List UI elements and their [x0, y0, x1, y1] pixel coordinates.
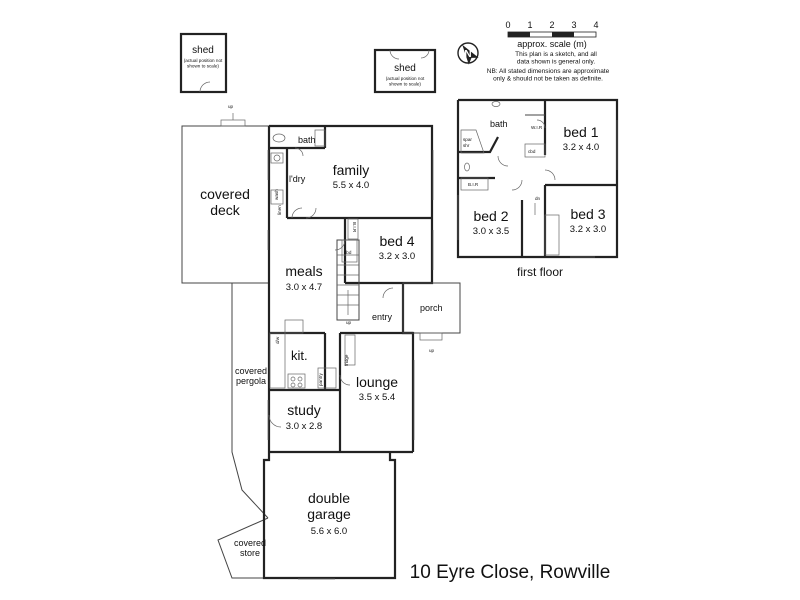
room-garage-name-line1: double [308, 490, 350, 506]
scale-tick-4: 4 [593, 20, 598, 30]
scale-note-1: This plan is a sketch, and all [515, 51, 597, 58]
room-bed3-name: bed 3 [570, 206, 605, 222]
room-study-dim: 3.0 x 2.8 [286, 421, 322, 432]
up-label: up [228, 104, 234, 109]
scale-tick-0: 0 [505, 20, 510, 30]
room-bed2-dim: 3.0 x 3.5 [473, 226, 509, 237]
shed-label: shed [192, 45, 214, 56]
room-bed1-dim: 3.2 x 4.0 [563, 142, 599, 153]
room-garage-name-line2: garage [307, 506, 351, 522]
first-floor-cbd-label: cbd [528, 149, 536, 154]
scale-tick-2: 2 [549, 20, 554, 30]
room-garage-dim: 5.6 x 6.0 [311, 526, 347, 537]
room-bed4-name: bed 4 [379, 233, 414, 249]
scale-note-3: NB: All stated dimensions are approximat… [487, 68, 610, 75]
covered-store-label-line2: store [240, 548, 260, 558]
shed-left: shed (actual position not shown to scale… [179, 32, 228, 94]
shed-note-line1: (actual position not [184, 58, 223, 63]
covered-pergola-label-line1: covered [235, 366, 267, 376]
room-bed4-dim: 3.2 x 3.0 [379, 251, 415, 262]
wir-label: W.I.R [531, 125, 543, 130]
covered-store-label-line1: covered [234, 538, 266, 548]
room-meals-dim: 3.0 x 4.7 [286, 282, 322, 293]
scale-tick-1: 1 [527, 20, 532, 30]
shed-note-line2: shown to scale) [389, 82, 421, 87]
cbd-label: cbd [344, 250, 352, 255]
dishwasher-label: d/w [275, 336, 280, 344]
first-floor-bath-label: bath [490, 119, 508, 129]
covered-deck-label-line2: deck [210, 202, 241, 218]
room-meals-name: meals [285, 263, 322, 279]
fridge-label: fridge [344, 354, 349, 366]
scale-title: approx. scale (m) [517, 39, 587, 49]
room-bed1-name: bed 1 [563, 124, 598, 140]
scale-tick-3: 3 [571, 20, 576, 30]
room-study-name: study [287, 402, 320, 418]
entry-label: entry [372, 312, 393, 322]
bath-label: bath [298, 135, 316, 145]
first-floor-title: first floor [517, 265, 563, 279]
room-family-dim: 5.5 x 4.0 [333, 180, 369, 191]
compass-letter: N [464, 49, 471, 60]
linen-label: linen [277, 205, 282, 215]
room-family-name: family [333, 162, 370, 178]
spar-shr-line2: shr [463, 143, 470, 148]
porch-label: porch [420, 303, 443, 313]
first-floor: dn bed 1 3.2 x 4.0 bed 2 3.0 x 3.5 bed 3… [456, 98, 619, 279]
shed-note-line2: shown to scale) [187, 64, 219, 69]
scale-note-4: only & should not be taken as definite. [493, 76, 603, 83]
shed-note-line1: (actual position not [386, 76, 425, 81]
first-floor-bir-label: B.I.R [468, 182, 479, 187]
scale-note-2: data shown is general only. [517, 59, 595, 66]
spar-shr-line1: spar [463, 137, 472, 142]
room-bed2-name: bed 2 [473, 208, 508, 224]
ground-floor: up up [181, 104, 461, 580]
wash-label: wash [274, 189, 279, 200]
room-bed3-dim: 3.2 x 3.0 [570, 224, 606, 235]
scale-bar: 0 1 2 3 4 approx. scale (m) This plan is… [487, 20, 610, 83]
covered-pergola-label-line2: pergola [236, 376, 266, 386]
bir-label: B.I.R [352, 222, 357, 233]
shed-middle: shed (actual position not shown to scale… [373, 48, 437, 94]
laundry-label: l'dry [289, 174, 306, 184]
stair-up-label: up [346, 320, 352, 325]
shed-label: shed [394, 63, 416, 74]
dn-label: dn [535, 196, 541, 201]
covered-deck-label-line1: covered [200, 186, 250, 202]
north-compass-icon: N [457, 42, 479, 65]
kitchen-label: kit. [291, 348, 308, 363]
room-lounge-dim: 3.5 x 5.4 [359, 392, 395, 403]
address-caption: 10 Eyre Close, Rowville [410, 562, 611, 583]
porch-up-label: up [429, 348, 435, 353]
pantry-label: pantry [318, 373, 323, 386]
room-lounge-name: lounge [356, 374, 398, 390]
